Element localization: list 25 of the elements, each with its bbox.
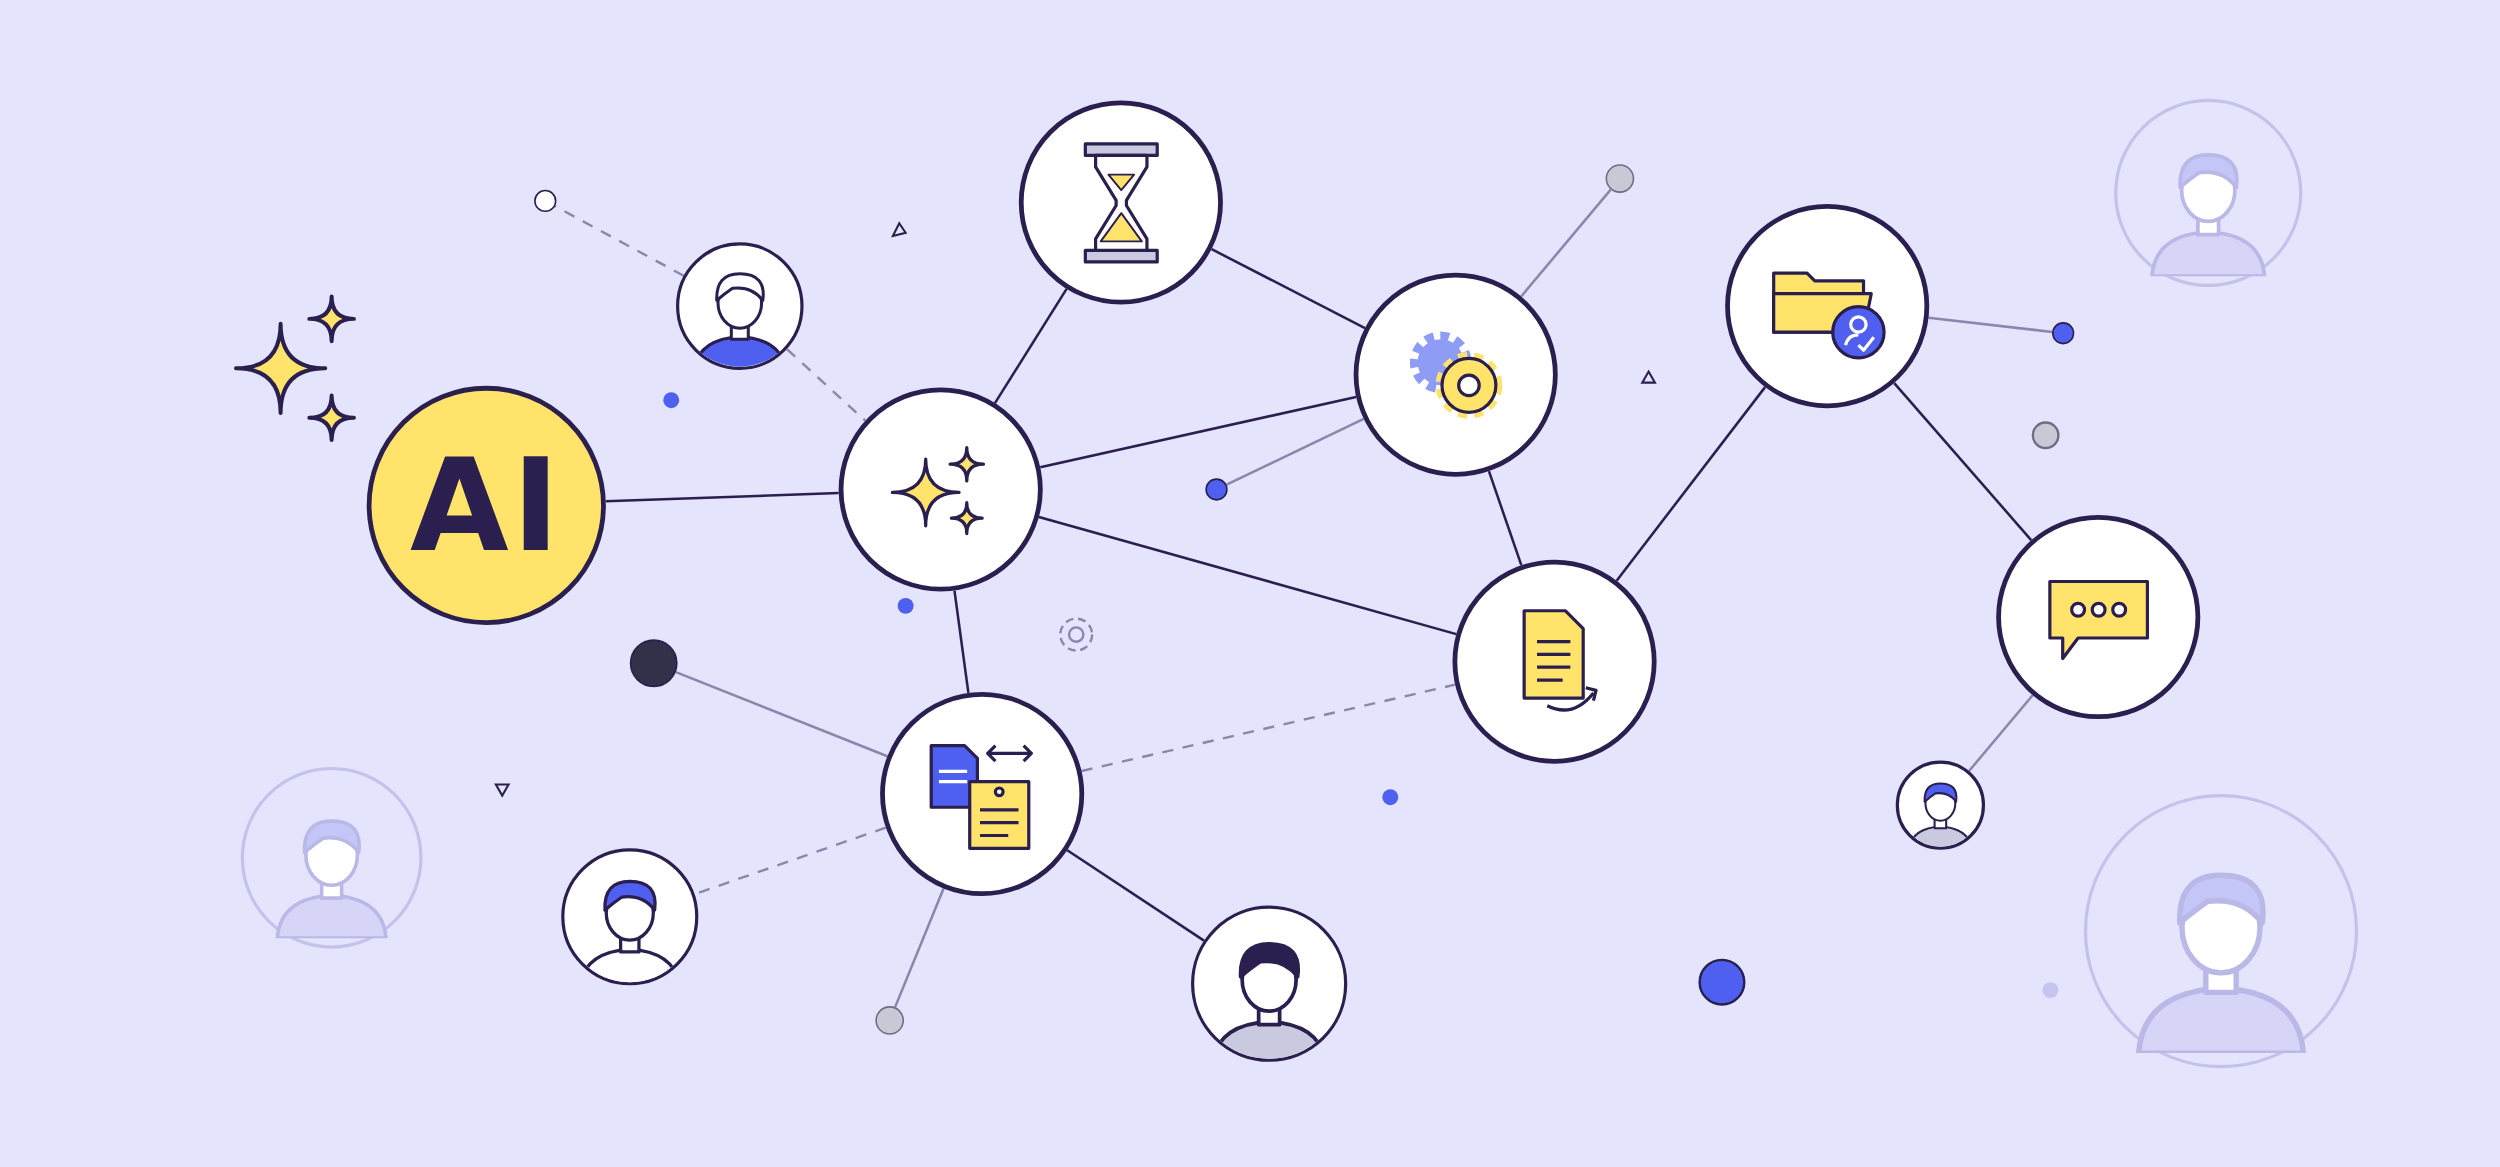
connector-line	[1520, 188, 1612, 298]
connector-line	[953, 590, 970, 694]
connector-line	[1893, 382, 2033, 541]
dashed-connector	[1081, 683, 1456, 773]
connector-line	[605, 491, 839, 503]
dot	[1205, 478, 1228, 501]
dot	[875, 1006, 904, 1035]
connector-line	[1038, 515, 1457, 636]
dot	[2052, 322, 2075, 345]
dot	[1605, 164, 1635, 193]
connector-line	[1211, 248, 1366, 330]
dashed-connector	[786, 348, 867, 422]
connector-line	[1487, 470, 1523, 566]
connector-line	[893, 888, 945, 1008]
dashed-connector	[554, 205, 685, 277]
connector-line	[1615, 386, 1767, 582]
ai-label: AI	[410, 431, 563, 580]
connector-line	[993, 288, 1068, 404]
connector-line	[1226, 417, 1365, 486]
connector-line	[1040, 395, 1357, 469]
connector-line	[1968, 694, 2034, 772]
dot	[534, 189, 557, 213]
connector-line	[675, 670, 888, 758]
connector-line	[1066, 849, 1205, 942]
connector-line	[1928, 316, 2053, 334]
